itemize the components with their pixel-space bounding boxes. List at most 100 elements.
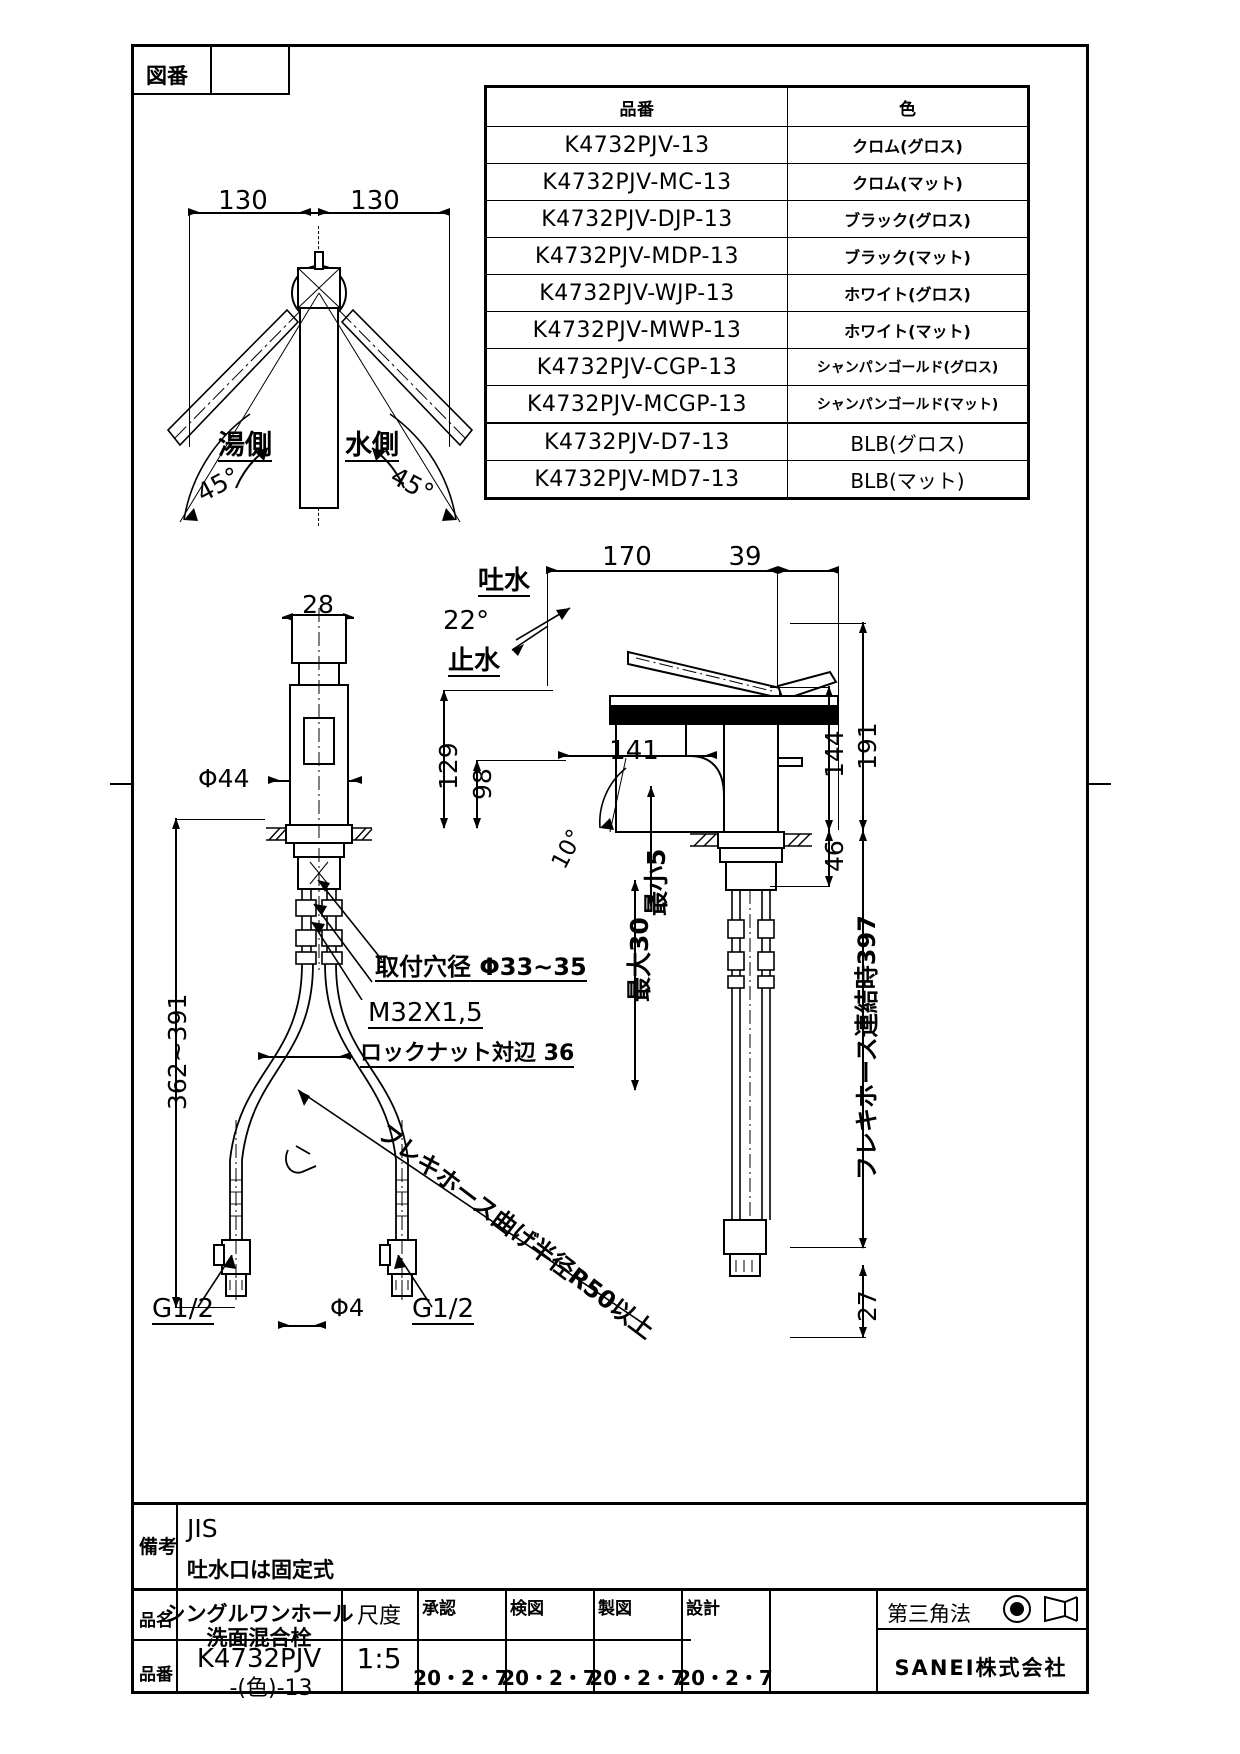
tb-draft-label: 製図 [598, 1599, 632, 1619]
tb-v2 [341, 1588, 343, 1691]
frontview-dim-362-391: 362~391 [163, 993, 192, 1110]
topview-label-cold: 水側 [345, 430, 399, 462]
tb-projection-label: 第三角法 [887, 1602, 971, 1626]
sideview-dim129-ext [443, 690, 553, 691]
tb-name-label: 品名 [139, 1611, 173, 1631]
frontview-g12-leaders [197, 1255, 433, 1308]
parts-table-cell-partno: K4732PJV-WJP-13 [485, 274, 788, 312]
tb-design-date: 20・2・7 [677, 1666, 773, 1690]
parts-table-header-row: 品番色 [485, 86, 1029, 127]
sideview-dim144-arrow-top [825, 686, 833, 697]
frontview-dim28-arrow-r [343, 613, 354, 621]
frontview-dim-dia44: Φ44 [198, 764, 250, 793]
frontview-dia44-arrow-r [351, 776, 362, 784]
parts-table-cell-partno: K4732PJV-MCGP-13 [485, 385, 788, 424]
parts-table-cell-color: クロム(グロス) [787, 126, 1029, 164]
tb-v6 [681, 1588, 683, 1691]
sideview-dim129-arrow-bot [440, 818, 448, 829]
sideview-dim98-arrow-bot [473, 818, 481, 829]
frame-center-tick-right [1089, 783, 1111, 785]
tb-scale-value: 1:5 [356, 1642, 402, 1675]
sideview-dim170-arrow-l [546, 566, 557, 574]
parts-table-cell-partno: K4732PJV-MDP-13 [485, 237, 788, 275]
frontview-dim362-ext-bot [175, 1307, 235, 1308]
frontview-leaders [311, 879, 383, 1000]
sideview-dim-170: 170 [602, 542, 652, 572]
frontview-note-locknut: ロックナット対辺 36 [360, 1041, 575, 1068]
frontview-dim362-arrow-bot [172, 1297, 180, 1308]
tb-name-line2: 洗面混合栓 [206, 1626, 312, 1650]
sideview-dim144-line [828, 686, 830, 830]
tb-name-line1: シングルワンホール [164, 1602, 354, 1626]
topview-arrow-midleft [300, 208, 311, 216]
sideview-dim191-arrow-top [859, 622, 867, 633]
sideview-dim191-ext-top [790, 623, 866, 624]
parts-table-cell-color: BLB(グロス) [787, 422, 1029, 461]
sideview-label-max30: 最大30 [625, 917, 654, 1002]
parts-table-cell-color: ホワイト(グロス) [787, 274, 1029, 312]
sideview-dim98-line [476, 760, 478, 828]
tb-check-date: 20・2・7 [501, 1666, 597, 1690]
sideview-dim-46: 46 [820, 840, 849, 872]
sideview-label-min5: 最小5 [642, 848, 671, 916]
sideview-dim27-arrow-bot [859, 1327, 867, 1338]
parts-table-cell-partno: K4732PJV-MD7-13 [485, 460, 788, 499]
tb-top-rule [131, 1502, 1086, 1505]
tb-v1 [176, 1502, 178, 1691]
sideview-ext-170-l [547, 570, 548, 686]
sideview-dim141-arrow-r [706, 751, 717, 759]
topview-extline-left [189, 212, 190, 447]
sideview-dim144-arrow-bot [825, 820, 833, 831]
sideview-dim191-line [862, 622, 864, 830]
dia4-dim-line [278, 1325, 326, 1327]
sideview-dim397-ext-bot [790, 1247, 866, 1248]
sideview-dim129-arrow-top [440, 690, 448, 701]
parts-table-cell-partno: K4732PJV-MWP-13 [485, 311, 788, 349]
frontview-dia44-arrow-l [268, 776, 279, 784]
title-block: 備考 JIS 吐水口は固定式 品名 シングルワンホール 洗面混合栓 品番 K47… [131, 1502, 1089, 1701]
topview-arrow-right [439, 208, 450, 216]
sideview-dim39-arrow-r [828, 566, 839, 574]
frontview-geometry [213, 608, 417, 1300]
tb-v4 [505, 1588, 507, 1691]
tb-remarks-line1: JIS [187, 1514, 218, 1543]
tb-remarks-label: 備考 [139, 1536, 178, 1558]
sideview-dim129-line [443, 690, 445, 828]
sideview-label-discharge: 吐水 [478, 566, 531, 597]
topview-geometry [166, 251, 474, 523]
tb-v7 [769, 1588, 771, 1691]
drawing-number-label-cell [134, 47, 212, 93]
topview-arrow-midright [318, 208, 329, 216]
sideview-max30-arrow-top [631, 880, 639, 891]
frontview-dim362-arrow-top [172, 818, 180, 829]
sideview-dim170-line [546, 570, 776, 572]
parts-table-cell-color: ホワイト(マット) [787, 311, 1029, 349]
tb-remarks-line2: 吐水口は固定式 [187, 1558, 334, 1582]
sideview-dim141-arrow-l [558, 751, 569, 759]
frontview-dim362-ext-top [175, 819, 265, 820]
sideview-dim-191: 191 [853, 722, 882, 770]
sideview-dim191-arrow-bot [859, 820, 867, 831]
drawing-number-box: 図番 [134, 47, 290, 95]
parts-table-cell-color: シャンパンゴールド(マット) [787, 385, 1029, 424]
sideview-geometry [599, 650, 839, 1277]
parts-table-cell-partno: K4732PJV-MC-13 [485, 163, 788, 201]
tb-row-rule [131, 1639, 691, 1641]
parts-table-header-color: 色 [787, 86, 1029, 127]
sideview-dim-141: 141 [609, 736, 659, 766]
hose-radius-leader [297, 1089, 651, 1329]
sideview-max30-arrow-bot [631, 1080, 639, 1091]
tb-v5 [593, 1588, 595, 1691]
parts-table-cell-color: BLB(マット) [787, 460, 1029, 499]
frontview-note-thread: M32X1,5 [368, 998, 483, 1029]
topview-arrow-left [188, 208, 199, 216]
tb-partno-line2: -(色)-13 [229, 1676, 313, 1701]
tb-company: SANEI株式会社 [894, 1656, 1068, 1680]
sideview-min5-line [650, 786, 652, 906]
